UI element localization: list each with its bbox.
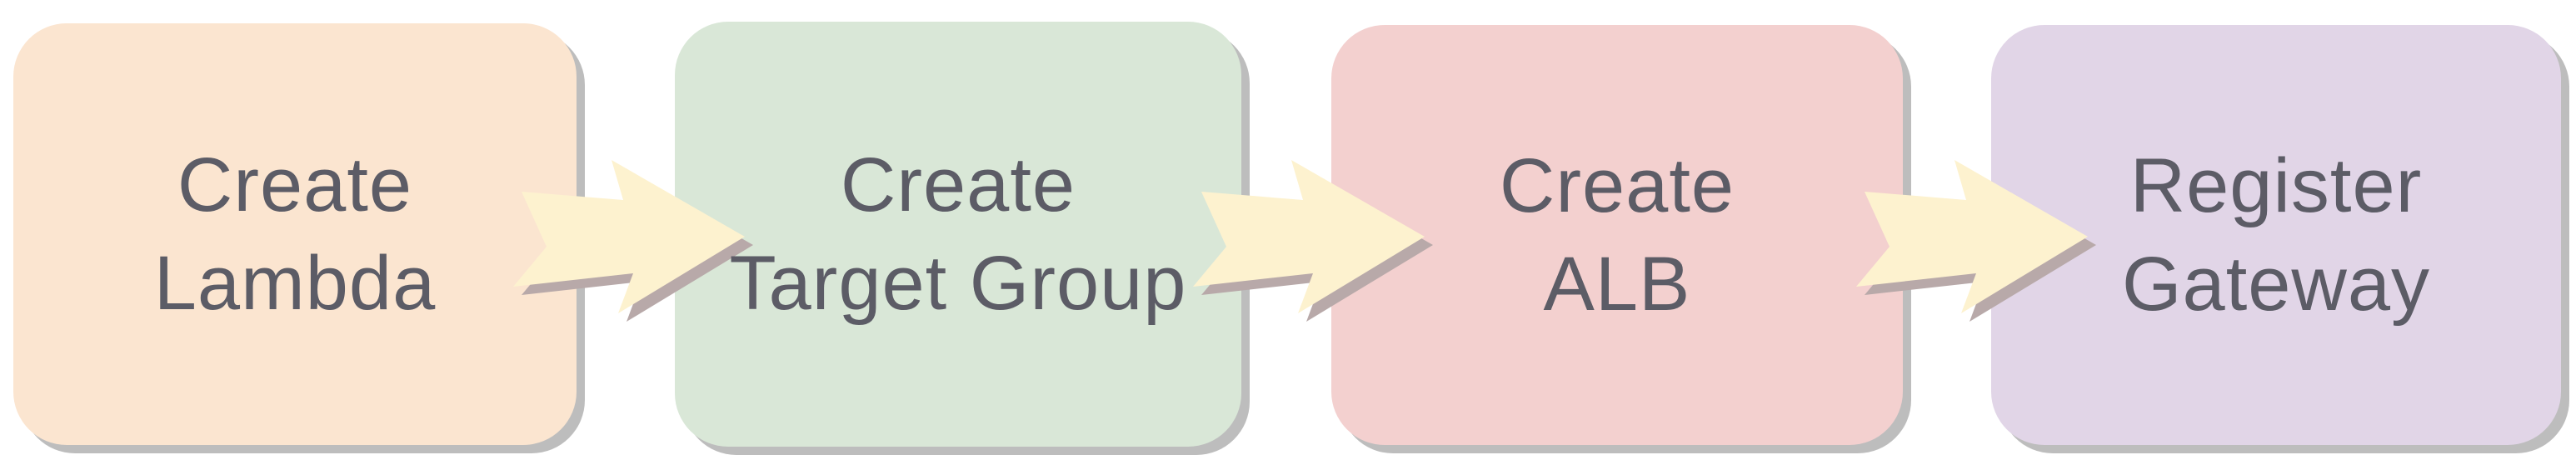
arrow-body <box>513 160 745 313</box>
chevron-arrow-icon <box>1856 160 2096 322</box>
step-label-line2: ALB <box>1543 242 1691 327</box>
step-label: Create Lambda <box>154 136 436 332</box>
step-register-gateway: Register Gateway <box>1991 25 2561 445</box>
chevron-arrow-icon <box>513 160 753 322</box>
step-create-lambda: Create Lambda <box>13 23 577 445</box>
step-label-line1: Create <box>1499 143 1735 228</box>
step-label-line1: Create <box>840 142 1076 228</box>
step-label-line2: Target Group <box>729 241 1187 326</box>
arrow-body <box>1193 160 1425 313</box>
step-label-line1: Create <box>177 142 413 228</box>
step-label: Create Target Group <box>730 136 1187 332</box>
step-create-alb: Create ALB <box>1331 25 1903 445</box>
step-label: Create ALB <box>1500 137 1735 333</box>
step-label: Register Gateway <box>2122 137 2430 333</box>
arrow-body <box>1856 160 2088 313</box>
step-label-line2: Lambda <box>153 241 437 326</box>
step-create-target-group: Create Target Group <box>675 22 1241 447</box>
step-label-line1: Register <box>2129 143 2423 228</box>
chevron-arrow-icon <box>1193 160 1433 322</box>
step-label-line2: Gateway <box>2121 242 2431 327</box>
